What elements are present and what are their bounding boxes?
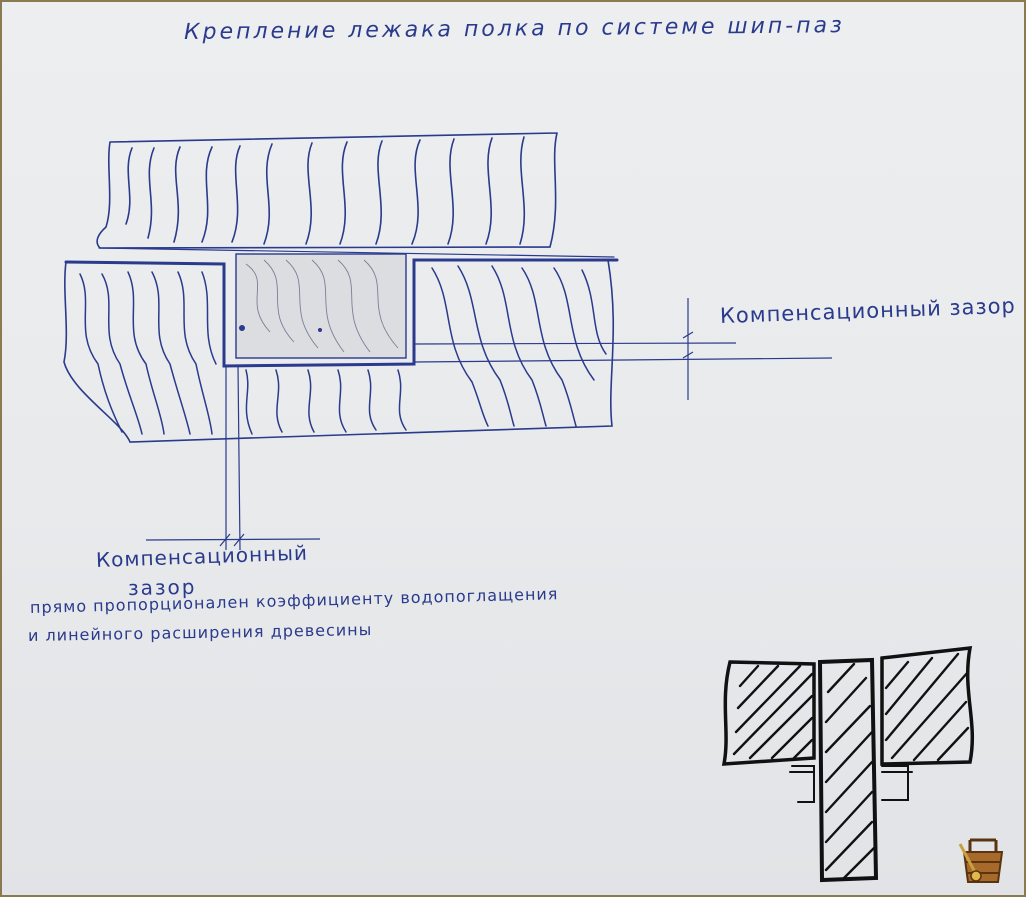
sauna-bucket-logo-icon — [958, 838, 1004, 883]
gap-dimension-right — [413, 298, 833, 400]
top-board — [96, 132, 615, 258]
section-detail — [721, 645, 975, 883]
gap-dimension-left — [145, 365, 321, 551]
bottom-board — [63, 258, 619, 443]
tenon — [235, 253, 407, 359]
